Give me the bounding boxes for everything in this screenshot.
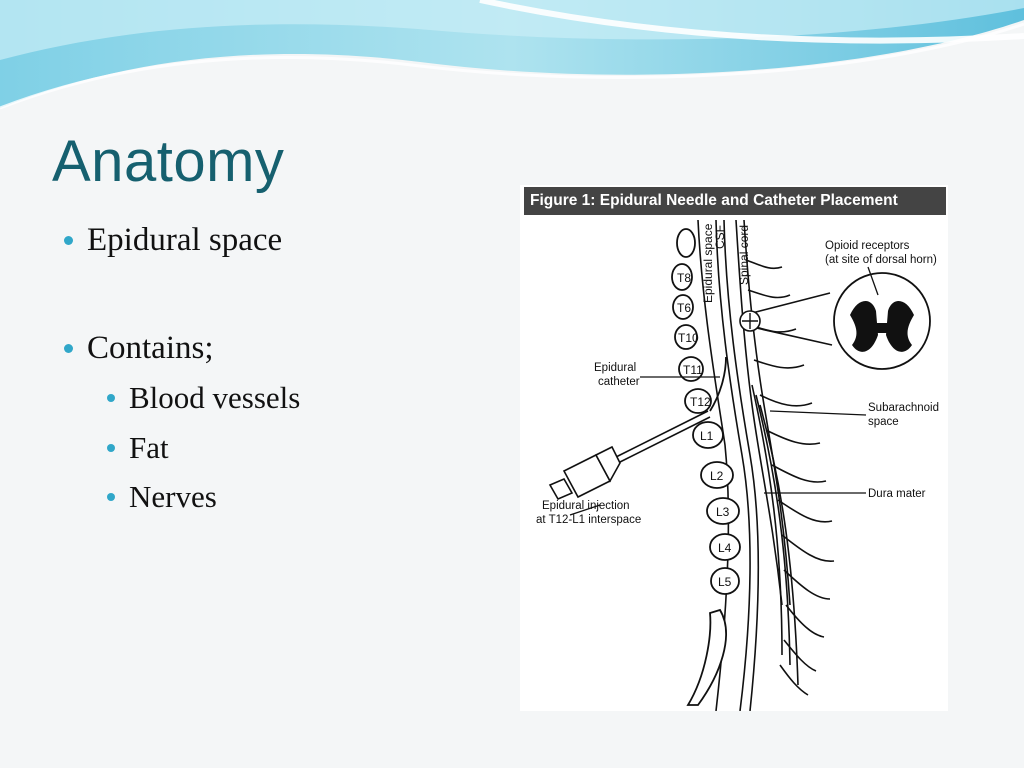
vertebra-label: T8 [677, 271, 691, 285]
dura-line-inner [723, 219, 760, 711]
cauda-line [743, 219, 791, 606]
vertebra-label: L1 [700, 429, 714, 443]
bullet-dot-icon [64, 344, 73, 353]
figure-header: Figure 1: Epidural Needle and Catheter P… [524, 187, 946, 215]
csf-label: CSF [713, 225, 727, 249]
bullet-text: Blood vessels [129, 380, 301, 415]
spinal-cord-cross-section [739, 272, 931, 370]
opioid-receptors-label: Opioid receptors [825, 240, 910, 252]
sub-bullet-blood-vessels: Blood vessels [107, 380, 300, 416]
sub-bullet-nerves: Nerves [107, 479, 217, 515]
dura-line-outer [715, 219, 751, 711]
vertebra-body [676, 228, 696, 258]
epidural-catheter-label: Epidural [594, 362, 636, 374]
bullet-contains: Contains; [64, 330, 214, 367]
subarachnoid-sublabel: space [868, 416, 899, 428]
dura-mater-label: Dura mater [868, 488, 926, 500]
epidural-catheter [709, 356, 727, 412]
vertebra-body [674, 324, 698, 350]
epidural-needle [548, 410, 711, 501]
subarachnoid-label: Subarachnoid [868, 402, 939, 414]
vertebra-body [710, 567, 740, 595]
vertebra-body [709, 533, 741, 561]
bullet-text: Fat [129, 430, 169, 465]
sacrum-shape [686, 608, 727, 706]
slide-title: Anatomy [52, 129, 285, 194]
vertebra-label: T10 [678, 331, 699, 345]
spine-diagram: T8 T6 T10 T11 T12 L1 L2 L3 L4 L5 Epidura… [536, 219, 939, 711]
header-wave-decoration [0, 0, 1024, 110]
bullet-dot-icon [107, 394, 115, 402]
vertebra-label: L5 [718, 575, 732, 589]
spinal-cord-label: Spinal cord [737, 225, 751, 285]
sub-bullet-fat: Fat [107, 430, 169, 466]
epidural-space-label: Epidural space [701, 223, 715, 303]
vertebra-label: L2 [710, 469, 724, 483]
spinal-cord-line [735, 219, 783, 606]
bullet-dot-icon [64, 236, 73, 245]
bullet-dot-icon [107, 444, 115, 452]
vertebra-body [706, 497, 740, 525]
vertebra-body [684, 388, 712, 414]
vertebra-body [671, 263, 693, 291]
vertebra-body [672, 294, 694, 320]
vertebra-label: L3 [716, 505, 730, 519]
bullet-text: Contains; [87, 330, 214, 366]
vertebra-label: T11 [683, 363, 703, 377]
vertebra-label: L4 [718, 541, 732, 555]
vertebra-label: T12 [690, 395, 711, 409]
opioid-receptors-sublabel: (at site of dorsal horn) [825, 254, 937, 266]
vertebrae-group [671, 228, 741, 706]
vertebra-body [678, 356, 704, 382]
bullet-text: Nerves [129, 479, 217, 514]
bullet-text: Epidural space [87, 222, 283, 258]
vertebra-label: T6 [677, 301, 691, 315]
epidural-figure: T8 T6 T10 T11 T12 L1 L2 L3 L4 L5 Epidura… [520, 185, 948, 711]
bullet-epidural-space: Epidural space [64, 222, 282, 259]
vertebra-body [692, 421, 724, 449]
epidural-injection-label: Epidural injection [542, 500, 630, 512]
bullet-dot-icon [107, 493, 115, 501]
epidural-catheter-sublabel: catheter [598, 376, 640, 388]
epidural-injection-sublabel: at T12-L1 interspace [536, 514, 641, 526]
vertebra-body [700, 461, 734, 489]
